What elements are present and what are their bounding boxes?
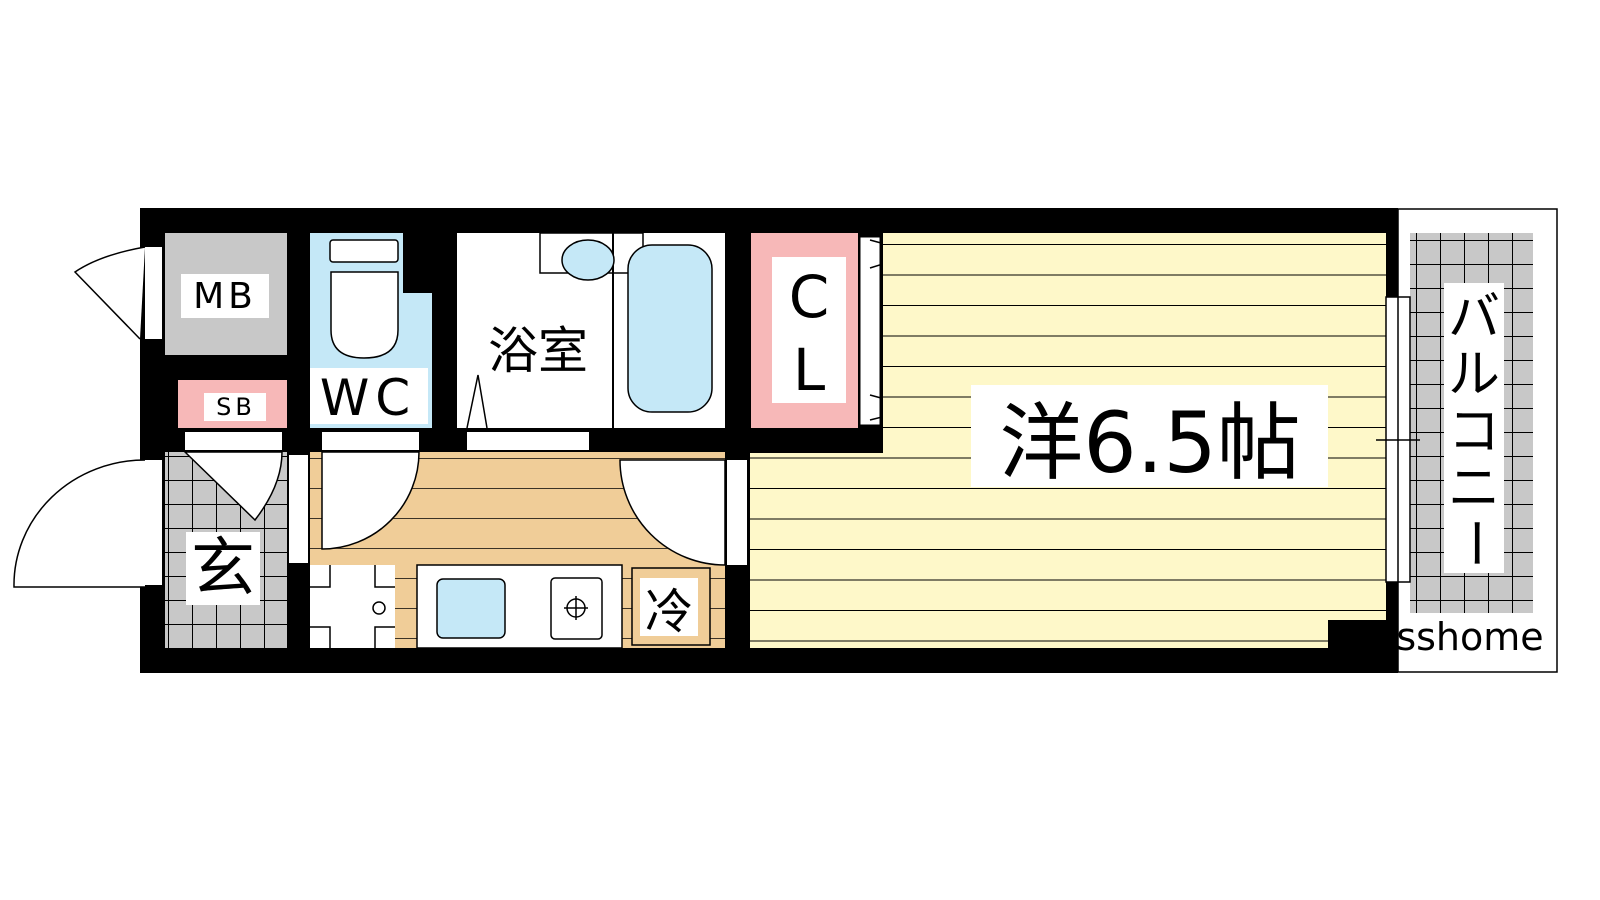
fridge-label-bg bbox=[640, 578, 698, 636]
mb-door-frame bbox=[145, 247, 162, 339]
balcony-char: バ bbox=[1448, 288, 1500, 348]
genkan-label: 玄 bbox=[191, 532, 255, 606]
drain-icon bbox=[372, 601, 386, 615]
genkan-label-bg bbox=[186, 532, 260, 605]
bath-label: 浴室 bbox=[488, 322, 588, 380]
bath-door-frame bbox=[467, 432, 589, 450]
sb-label: SB bbox=[216, 393, 256, 421]
balcony-label-bg bbox=[1444, 283, 1504, 573]
bath-door-fold bbox=[466, 374, 488, 429]
room-door-frame bbox=[727, 460, 747, 565]
watermark-bg bbox=[1405, 617, 1537, 657]
wc-door-frame bbox=[322, 432, 419, 450]
balcony-char: コ bbox=[1448, 402, 1500, 462]
cl-label-bg bbox=[772, 257, 846, 403]
wc-label: WC bbox=[320, 369, 416, 427]
genkan-step bbox=[289, 455, 308, 563]
toilet-bowl-icon bbox=[330, 271, 399, 359]
sb-door bbox=[185, 432, 282, 450]
western-room-label: 洋6.5帖 bbox=[999, 394, 1301, 492]
sb-label-bg bbox=[204, 393, 266, 421]
closet-label-c: C bbox=[789, 263, 830, 331]
closet-doors[interactable] bbox=[859, 236, 881, 426]
wc-label-bg bbox=[310, 368, 428, 424]
balcony-char: ー bbox=[1444, 517, 1504, 569]
wc-door[interactable] bbox=[321, 451, 420, 550]
toilet-tank bbox=[329, 239, 399, 263]
western-label-bg bbox=[971, 385, 1328, 487]
bathtub-icon bbox=[627, 244, 713, 413]
washbasin-icon bbox=[561, 239, 615, 281]
balcony-char: ニ bbox=[1448, 459, 1500, 519]
room-door[interactable] bbox=[619, 459, 726, 566]
entrance-door-frame bbox=[145, 460, 162, 585]
sb-door-swing bbox=[183, 451, 283, 522]
entrance-door[interactable] bbox=[13, 459, 146, 588]
mb-door[interactable] bbox=[73, 246, 146, 340]
fridge-label: 冷 bbox=[645, 584, 693, 640]
closet-label-l: L bbox=[793, 336, 825, 404]
watermark: sshome bbox=[1396, 615, 1543, 659]
corner-pillar bbox=[1328, 620, 1398, 673]
balcony-label: バ ル コ ニ ー bbox=[1444, 288, 1504, 569]
mb-label-bg bbox=[181, 274, 269, 318]
burner-cross bbox=[564, 596, 588, 620]
mb-label: MB bbox=[193, 276, 257, 317]
balcony-char: ル bbox=[1448, 345, 1500, 405]
washer-pan-marks bbox=[310, 565, 395, 648]
sink-icon bbox=[436, 578, 506, 639]
